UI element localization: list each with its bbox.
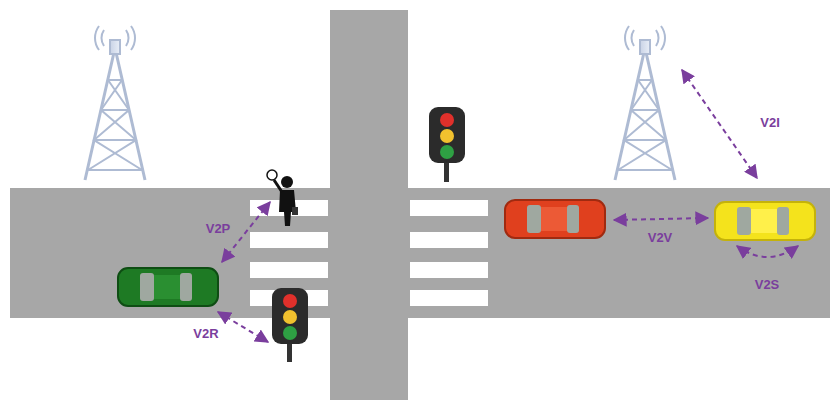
car-green — [118, 268, 218, 306]
pedestrian — [267, 170, 298, 226]
car-red — [505, 200, 605, 238]
road-vertical — [330, 10, 408, 400]
link-label: V2I — [760, 116, 780, 129]
car-yellow — [715, 202, 815, 240]
cell-tower — [615, 26, 675, 180]
link-label: V2S — [755, 278, 780, 291]
link-label: V2P — [206, 222, 231, 235]
link-label: V2R — [193, 327, 218, 340]
road-horizontal — [10, 188, 830, 318]
traffic-light — [272, 288, 308, 362]
cell-tower — [85, 26, 145, 180]
link-arrows — [218, 70, 798, 342]
traffic-light — [429, 107, 465, 182]
link-label: V2V — [648, 231, 673, 244]
